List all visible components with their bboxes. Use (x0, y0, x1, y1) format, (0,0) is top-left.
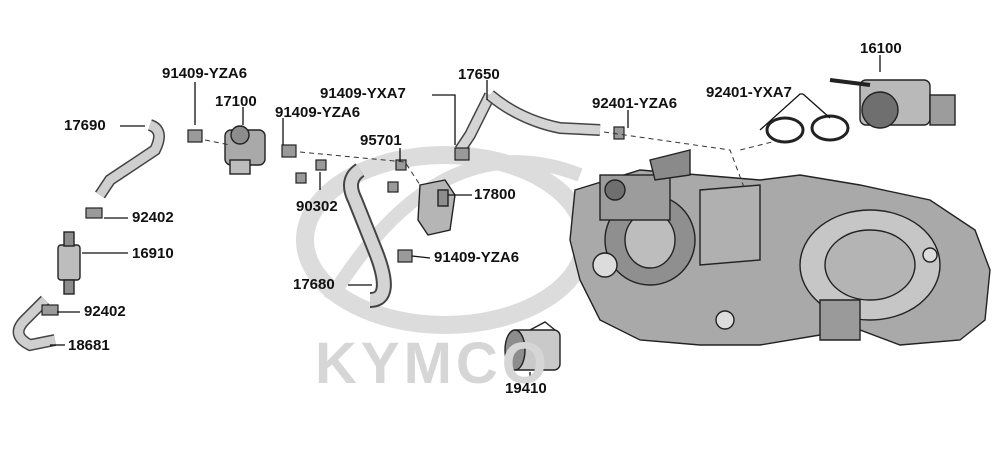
label-91409-yza6-bot: 91409-YZA6 (434, 249, 520, 266)
label-92401-yza6: 92401-YZA6 (592, 95, 678, 112)
label-16910: 16910 (132, 245, 174, 262)
label-17680: 17680 (293, 276, 335, 293)
label-17690: 17690 (64, 117, 106, 134)
label-92402-bot: 92402 (84, 303, 126, 320)
left-hoses (12, 90, 601, 352)
small-clips (41, 126, 625, 316)
carburetor-16100 (829, 78, 956, 129)
part-19410 (504, 321, 561, 371)
label-90302: 90302 (296, 198, 338, 215)
valve-17100 (224, 125, 266, 175)
label-91409-yza6-top: 91409-YZA6 (162, 65, 248, 82)
label-95701: 95701 (360, 132, 402, 149)
leader-lines (50, 55, 881, 380)
label-17100: 17100 (215, 93, 257, 110)
kymco-watermark-text: KYMCO (315, 331, 551, 396)
label-16100: 16100 (860, 40, 902, 57)
engine-assembly (569, 149, 991, 346)
label-92401-yxa7: 92401-YXA7 (706, 84, 792, 101)
label-17800: 17800 (474, 186, 516, 203)
reed-valve-17800 (417, 179, 456, 236)
label-91409-yza6-mid: 91409-YZA6 (275, 104, 361, 121)
label-19410: 19410 (505, 380, 547, 397)
label-17650: 17650 (458, 66, 500, 83)
label-18681: 18681 (68, 337, 110, 354)
label-91409-yxa7: 91409-YXA7 (320, 85, 406, 102)
dashed-connectors (204, 131, 781, 191)
label-92402-top: 92402 (132, 209, 174, 226)
clamps-92401 (765, 114, 850, 144)
fuel-filter-16910 (57, 231, 81, 295)
